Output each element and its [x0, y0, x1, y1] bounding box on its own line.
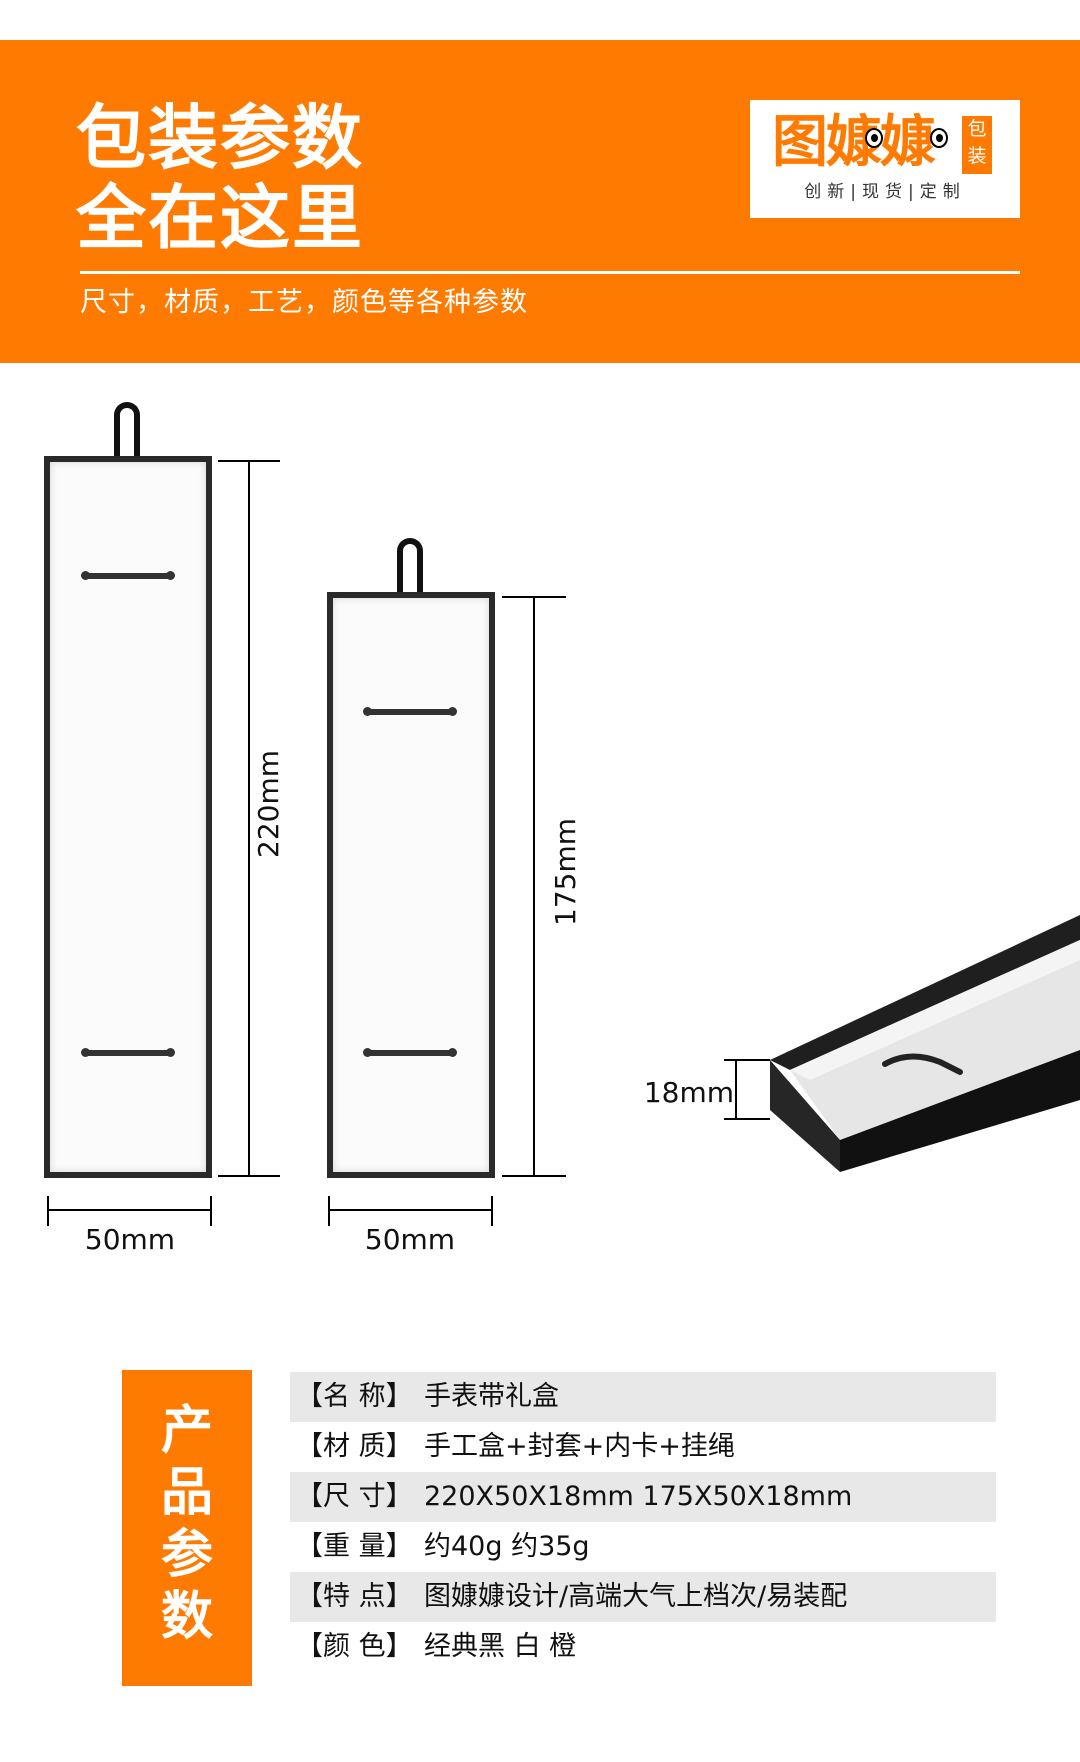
param-label: 【尺 寸】 [296, 1481, 413, 1512]
dim-label-50: 50mm [364, 1223, 456, 1256]
eye-icon [865, 128, 883, 148]
logo-tag-2: 装 [967, 145, 987, 167]
strap-slot [363, 707, 457, 716]
logo-tag-1: 包 [967, 118, 987, 140]
logo-slogan: 创新|现货|定制 [804, 182, 966, 202]
header-subtitle: 尺寸，材质，工艺，颜色等各种参数 [80, 287, 528, 318]
badge-char: 产 [160, 1401, 213, 1461]
hanging-loop [397, 538, 423, 600]
params-badge-text: 产 品 参 数 [122, 1400, 252, 1648]
param-value: 约40g 约35g [424, 1531, 590, 1562]
dim-tick [724, 1059, 770, 1061]
param-row-weight: 【重 量】约40g 约35g [290, 1522, 996, 1572]
hanging-loop [114, 402, 140, 464]
badge-char: 参 [160, 1525, 213, 1585]
dim-tick [491, 1196, 493, 1226]
param-value: 手表带礼盒 [424, 1381, 559, 1412]
param-row-material: 【材 质】手工盒+封套+内卡+挂绳 [290, 1422, 996, 1472]
box-perspective-view [770, 915, 1080, 1172]
strap-slot [81, 571, 175, 580]
box-220mm [44, 456, 212, 1178]
title-line-1: 包装参数 [76, 97, 364, 179]
param-value: 经典黑 白 橙 [424, 1631, 577, 1662]
dim-line [735, 1059, 737, 1120]
param-label: 【重 量】 [296, 1531, 413, 1562]
brand-logo: 图嫝嫝 包 装 创新|现货|定制 [750, 100, 1020, 218]
param-row-feature: 【特 点】图嫝嫝设计/高端大气上档次/易装配 [290, 1572, 996, 1622]
param-label: 【颜 色】 [296, 1631, 413, 1662]
box-front-wall [840, 1050, 1080, 1172]
param-value: 手工盒+封套+内卡+挂绳 [424, 1431, 735, 1462]
badge-char: 品 [160, 1463, 213, 1523]
title-line-2: 全在这里 [76, 177, 364, 259]
dim-tick [210, 1196, 212, 1226]
dim-tick [724, 1118, 770, 1120]
param-label: 【材 质】 [296, 1431, 413, 1462]
box-side-wall [770, 1060, 840, 1172]
logo-name: 图嫝嫝 [772, 110, 936, 175]
strap-slot [882, 1053, 963, 1075]
page-title: 包装参数 全在这里 [76, 98, 364, 258]
dim-tick [328, 1196, 330, 1226]
params-badge: 产 品 参 数 [122, 1370, 252, 1686]
logo-tag: 包 装 [962, 116, 992, 174]
box-back-wall [770, 915, 1080, 1070]
dim-label-175: 175mm [549, 818, 582, 926]
dim-line [47, 1209, 212, 1211]
eye-icon [930, 128, 948, 148]
param-row-color: 【颜 色】经典黑 白 橙 [290, 1622, 996, 1672]
dim-label-50: 50mm [84, 1223, 176, 1256]
dim-label-18: 18mm [643, 1076, 734, 1109]
dim-line [533, 596, 535, 1177]
param-row-size: 【尺 寸】 220X50X18mm 175X50X18mm [290, 1472, 996, 1522]
box-inner-highlight [790, 940, 1080, 1080]
param-label: 【特 点】 [296, 1581, 413, 1612]
param-label: 【名 称】 [296, 1381, 413, 1412]
dim-line [248, 460, 250, 1177]
param-value: 图嫝嫝设计/高端大气上档次/易装配 [424, 1581, 848, 1612]
dim-line [328, 1209, 493, 1211]
strap-slot [363, 1048, 457, 1057]
badge-char: 数 [160, 1587, 213, 1647]
dim-label-220: 220mm [252, 750, 285, 858]
param-value: 220X50X18mm 175X50X18mm [424, 1481, 853, 1512]
strap-slot [81, 1048, 175, 1057]
box-175mm [327, 592, 495, 1178]
dim-tick [47, 1196, 49, 1226]
param-row-name: 【名 称】手表带礼盒 [290, 1372, 996, 1422]
header-divider [80, 271, 1020, 274]
